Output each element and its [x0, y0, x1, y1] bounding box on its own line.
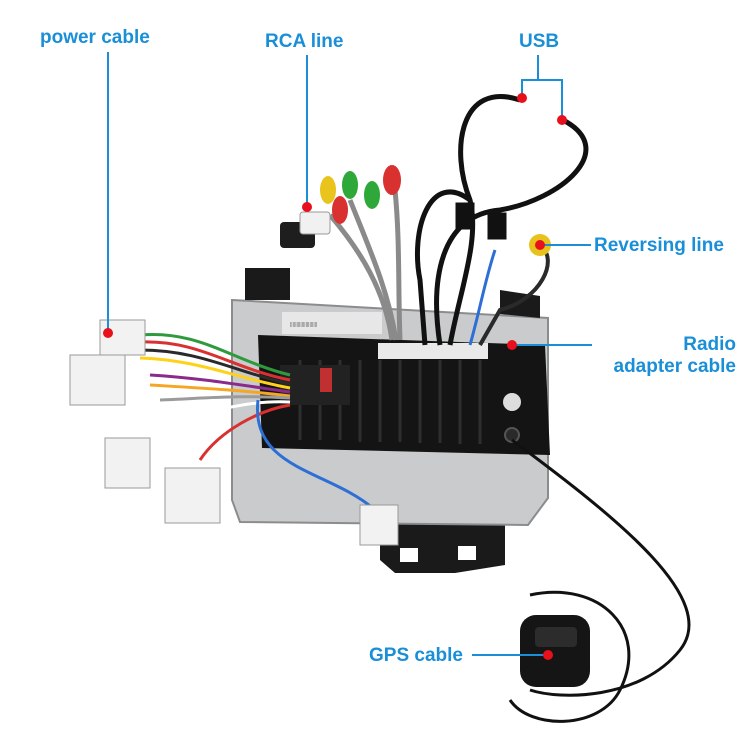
rca-line-label: RCA line — [265, 31, 344, 52]
radio-adapter-cable-label: Radio adapter cable — [596, 334, 737, 378]
blue-wire — [256, 399, 399, 546]
callout-markers — [103, 93, 567, 660]
gps-cable-label: GPS cable — [369, 645, 463, 666]
svg-text:|||||||||||||||||||||: ||||||||||||||||||||| — [290, 322, 317, 328]
radio-adapter-label-line2: adapter cable — [613, 356, 737, 377]
reversing-line-label: Reversing line — [594, 235, 724, 256]
rca-cluster — [280, 165, 403, 341]
usb-label: USB — [519, 31, 560, 52]
gps-antenna — [508, 438, 691, 723]
radio-adapter-label-line1: Radio — [683, 334, 736, 355]
power-cable-label: power cable — [40, 27, 150, 48]
rear-panel — [258, 335, 550, 455]
callout-leaders — [107, 52, 592, 656]
usb-cables — [414, 94, 589, 346]
